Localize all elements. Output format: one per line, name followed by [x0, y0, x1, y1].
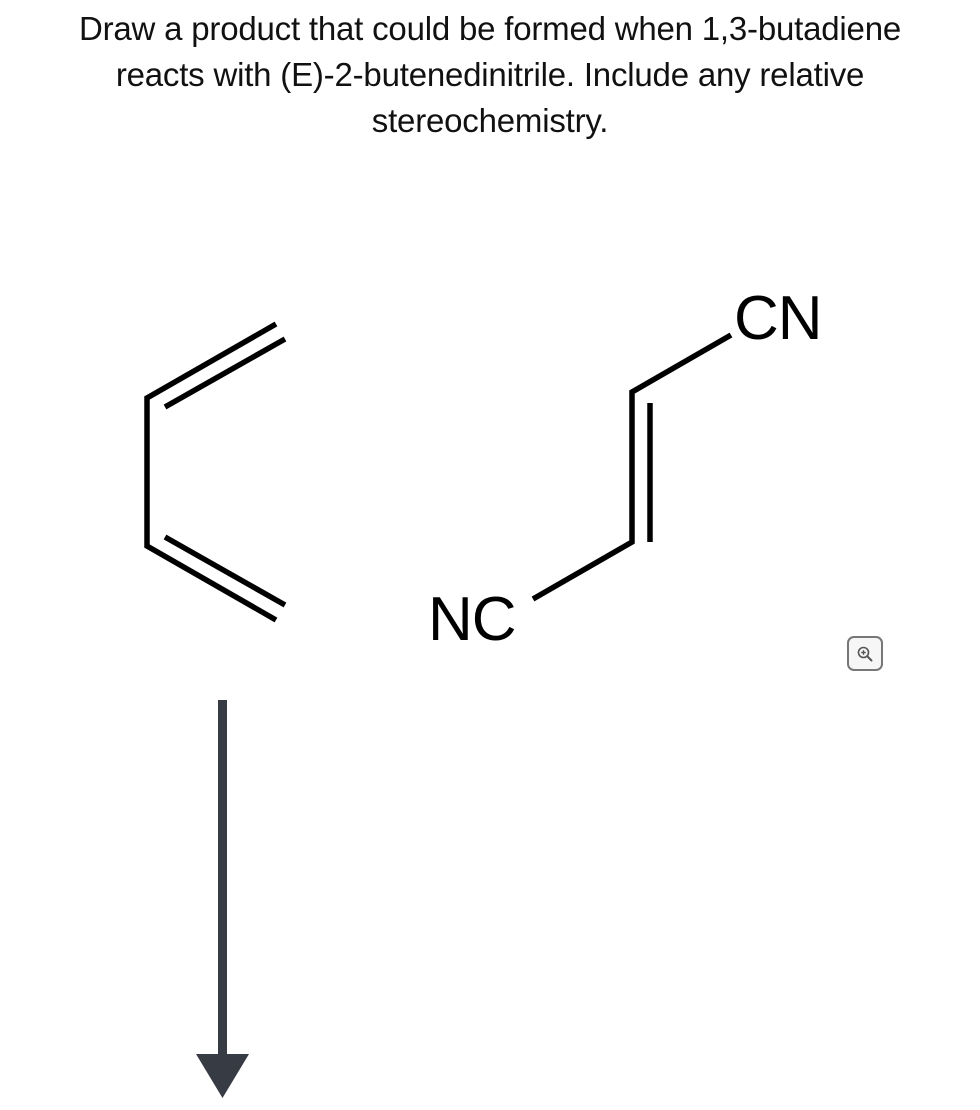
arrow-head-icon [196, 1054, 249, 1098]
arrow-shaft [218, 700, 227, 1060]
dienophile-structure [531, 332, 733, 602]
question-prompt: Draw a product that could be formed when… [0, 6, 980, 144]
zoom-image-button[interactable] [847, 636, 883, 671]
zoom-in-icon [857, 646, 873, 661]
butadiene-double-bond-top [163, 336, 287, 410]
reaction-arrow [196, 700, 249, 1098]
cyano-label-bottom: NC [428, 585, 517, 654]
dienophile-backbone [531, 332, 733, 602]
cyano-label-top: CN [734, 284, 823, 353]
butadiene-structure [144, 321, 287, 623]
butadiene-backbone [144, 321, 278, 623]
butadiene-double-bond-bottom [163, 534, 287, 608]
question-line-3: stereochemistry. [371, 102, 609, 139]
question-line-1: Draw a product that could be formed when… [78, 10, 902, 47]
question-line-2: reacts with (E)-2-butenedinitrile. Inclu… [115, 56, 865, 93]
